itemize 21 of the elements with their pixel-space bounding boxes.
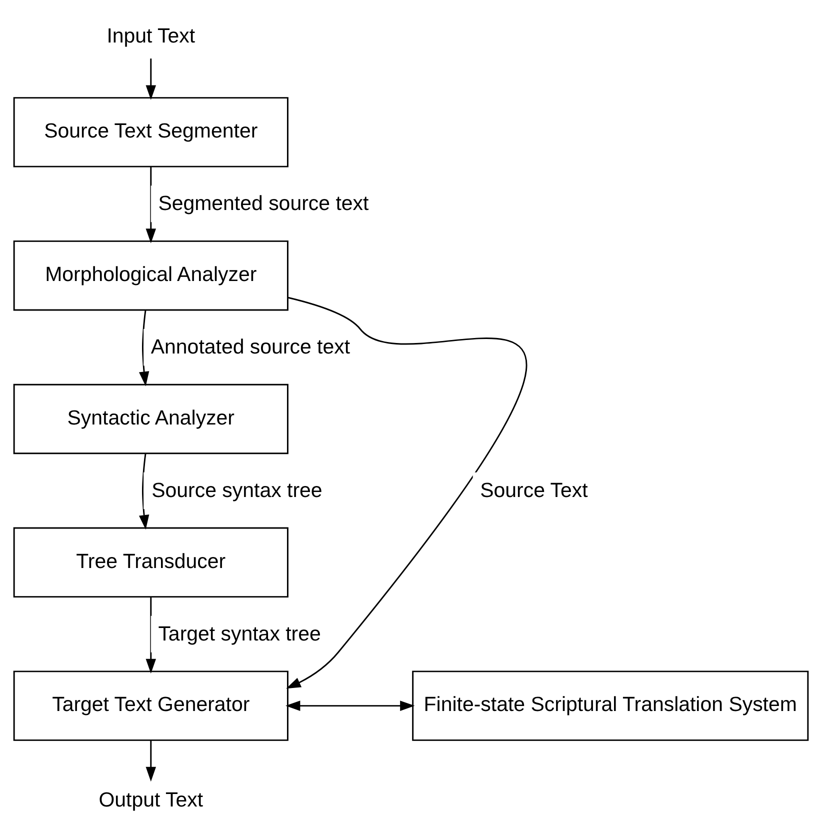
node-box: Source Text Segmenter	[13, 97, 288, 168]
arrow	[286, 700, 415, 711]
node-box: Finite-state Scriptural Translation System	[412, 670, 809, 741]
arrow	[286, 296, 526, 689]
node-box: Morphological Analyzer	[13, 240, 288, 311]
arrow	[146, 58, 156, 100]
edge-label: Target syntax tree	[158, 622, 321, 646]
node-text: Input Text	[106, 24, 196, 48]
node-box: Target Text Generator	[13, 670, 288, 741]
node-box: Syntactic Analyzer	[13, 384, 288, 454]
edge-label: Annotated source text	[150, 335, 350, 358]
edge-label: Source syntax tree	[152, 478, 322, 502]
arrow	[138, 454, 150, 530]
arrow	[146, 740, 156, 782]
arrow	[146, 597, 156, 674]
node-box: Tree Transducer	[13, 527, 288, 598]
edge-label: Source Text	[480, 478, 588, 502]
arrow	[146, 166, 156, 244]
edge-label: Segmented source text	[158, 192, 369, 216]
node-text: Output Text	[98, 788, 204, 812]
arrow	[138, 310, 150, 386]
